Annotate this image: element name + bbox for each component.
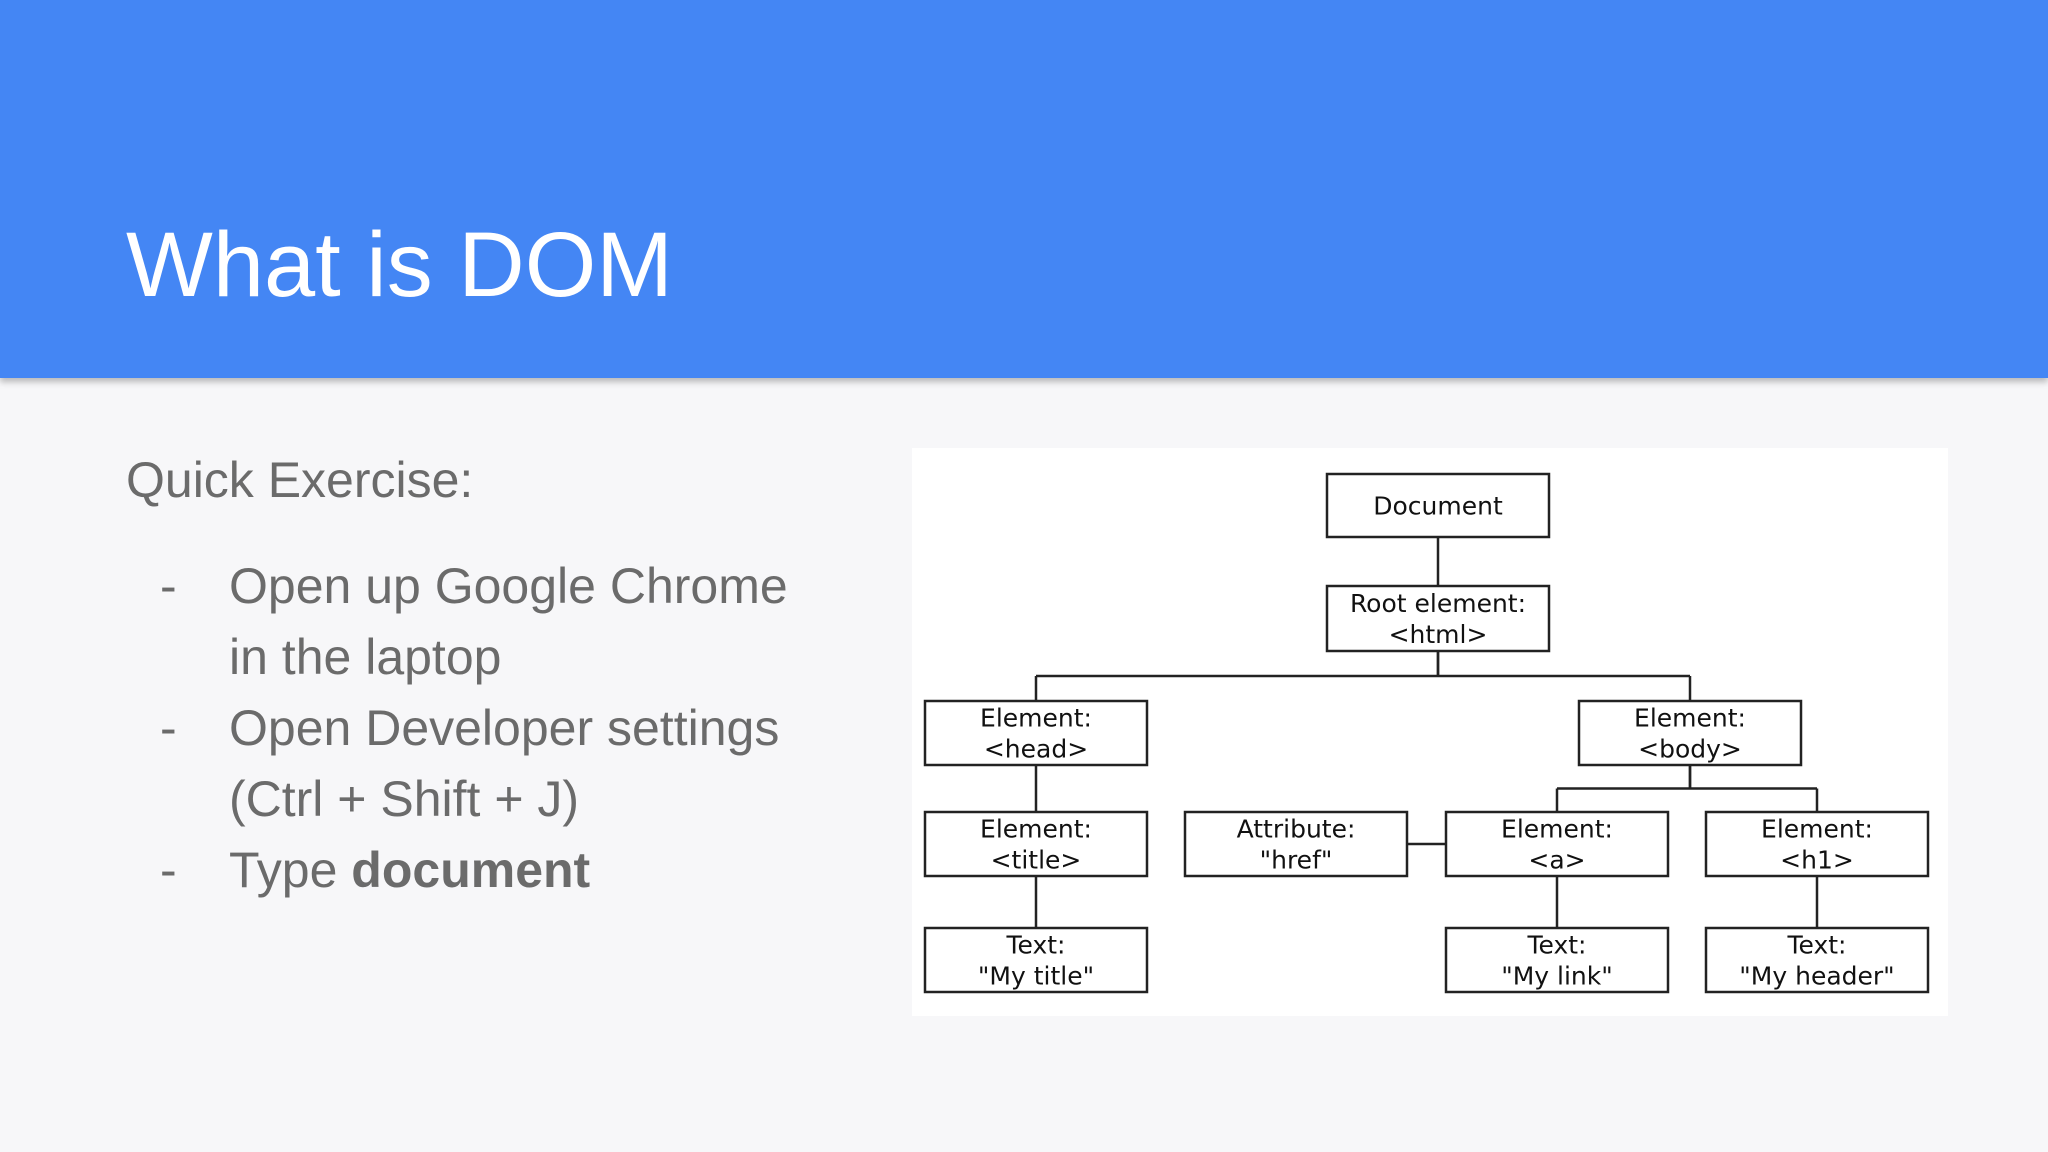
step-text-line: (Ctrl + Shift + J) (229, 771, 580, 827)
tree-node-label: <title> (991, 846, 1082, 875)
tree-node-a: Element:<a> (1444, 810, 1670, 878)
exercise-heading: Quick Exercise: (126, 452, 474, 508)
tree-node-box (923, 926, 1149, 994)
step-item: - Type document (126, 835, 806, 906)
bullet-dash: - (160, 700, 177, 756)
tree-node-document: Document (1325, 472, 1551, 539)
tree-node-label: "My header" (1739, 962, 1894, 991)
step-text-bold: document (351, 842, 591, 898)
tree-node-text-title: Text:"My title" (923, 926, 1149, 994)
tree-node-label: Root element: (1350, 589, 1526, 618)
tree-node-label: Document (1373, 492, 1503, 521)
tree-node-label: "href" (1260, 846, 1333, 875)
step-text-line: Open up Google Chrome (229, 558, 788, 614)
step-text-line: in the laptop (229, 629, 502, 685)
tree-node-body: Element:<body> (1577, 699, 1803, 767)
tree-node-label: Element: (980, 815, 1092, 844)
bullet-dash: - (160, 558, 177, 614)
step-text-prefix: Type (229, 842, 352, 898)
tree-node-box (1325, 584, 1551, 653)
tree-node-label: Element: (1501, 815, 1613, 844)
tree-node-href: Attribute:"href" (1183, 810, 1409, 878)
tree-node-box (1325, 472, 1551, 539)
tree-node-title: Element:<title> (923, 810, 1149, 878)
tree-node-label: "My link" (1501, 962, 1613, 991)
tree-node-label: Element: (1761, 815, 1873, 844)
tree-node-label: Text: (1787, 931, 1847, 960)
tree-node-box (1183, 810, 1409, 878)
tree-node-label: Text: (1527, 931, 1587, 960)
tree-node-label: <html> (1389, 620, 1488, 649)
tree-node-box (923, 699, 1149, 767)
tree-node-box (1444, 810, 1670, 878)
slide-title: What is DOM (126, 214, 673, 316)
tree-node-label: <h1> (1780, 846, 1854, 875)
tree-node-label: Element: (980, 704, 1092, 733)
step-item: - Open Developer settings (Ctrl + Shift … (126, 693, 806, 835)
step-text-line: Open Developer settings (229, 700, 780, 756)
tree-node-label: <a> (1528, 846, 1585, 875)
tree-node-label: Element: (1634, 704, 1746, 733)
tree-node-html: Root element:<html> (1325, 584, 1551, 653)
tree-node-label: Text: (1006, 931, 1066, 960)
tree-node-box (923, 810, 1149, 878)
tree-node-label: Attribute: (1237, 815, 1356, 844)
title-banner: What is DOM (0, 0, 2048, 378)
tree-node-box (1704, 810, 1930, 878)
bullet-dash: - (160, 842, 177, 898)
tree-node-label: <head> (984, 735, 1088, 764)
tree-node-box (1577, 699, 1803, 767)
tree-node-box (1704, 926, 1930, 994)
tree-node-label: "My title" (978, 962, 1094, 991)
tree-node-head: Element:<head> (923, 699, 1149, 767)
tree-node-label: <body> (1638, 735, 1742, 764)
exercise-steps-list: - Open up Google Chrome in the laptop - … (126, 551, 806, 906)
tree-node-box (1444, 926, 1670, 994)
tree-node-text-link: Text:"My link" (1444, 926, 1670, 994)
tree-node-text-header: Text:"My header" (1704, 926, 1930, 994)
tree-node-h1: Element:<h1> (1704, 810, 1930, 878)
step-item: - Open up Google Chrome in the laptop (126, 551, 806, 693)
